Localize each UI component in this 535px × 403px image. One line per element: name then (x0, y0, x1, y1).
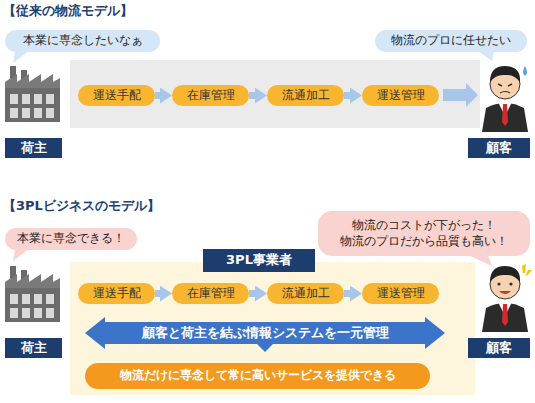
node-text: 荷主 (21, 140, 47, 157)
speech-bubble: 本業に専念したいなぁ (5, 30, 160, 52)
process-pill: 運送手配 (78, 85, 155, 106)
node-text: 荷主 (21, 340, 47, 357)
process-pill: 流通加工 (267, 283, 344, 304)
flow-arrow (249, 92, 257, 99)
speech-bubble: 本業に専念できる！ (5, 228, 137, 250)
speech-bubble: 物流のコストが下がった！ 物流のプロだから品質も高い！ (318, 211, 530, 256)
process-band (70, 60, 480, 128)
customer-icon (482, 264, 532, 332)
bubble-tail (13, 51, 29, 63)
process-pill: 流通加工 (267, 85, 344, 106)
customer-icon (482, 66, 528, 132)
flow-arrow (344, 290, 352, 297)
double-arrow-band: 顧客と荷主を結ぶ情報システムを一元管理 (85, 317, 445, 349)
node-text: 物流だけに専念して常に高いサービスを提供できる (120, 368, 396, 384)
node-text: 運送手配 (93, 88, 141, 104)
flow-arrow (344, 92, 352, 99)
speech-bubble: 物流のプロに任せたい (375, 30, 527, 52)
process-pill: 運送手配 (78, 283, 155, 304)
actor-label: 顧客 (468, 338, 530, 358)
section-title: 【3PLビジネスのモデル】 (3, 197, 160, 215)
node-text: 運送管理 (377, 88, 425, 104)
node-text: 物流のプロに任せたい (391, 33, 511, 49)
arrow-shape (85, 317, 445, 352)
process-pill: 運送管理 (362, 85, 439, 106)
panel-heading: 3PL事業者 (203, 249, 315, 272)
node-text: 顧客 (486, 340, 512, 357)
process-pill: 運送管理 (362, 283, 439, 304)
node-text: 顧客と荷主を結ぶ情報システムを一元管理 (142, 325, 389, 342)
node-text: 物流のコストが下がった！ 物流のプロだから品質も高い！ (318, 218, 530, 249)
node-text: 流通加工 (282, 286, 330, 302)
flow-arrow (155, 290, 162, 297)
node-text: 本業に専念したいなぁ (23, 33, 143, 49)
bubble-tail (13, 249, 29, 261)
benefit-pill: 物流だけに専念して常に高いサービスを提供できる (85, 363, 430, 389)
factory-icon (5, 266, 60, 322)
process-pill: 在庫管理 (172, 283, 249, 304)
node-text: 在庫管理 (187, 88, 235, 104)
flow-arrow (249, 290, 257, 297)
process-pill: 在庫管理 (172, 85, 249, 106)
flow-arrow (155, 92, 162, 99)
node-text: 顧客 (486, 140, 512, 157)
flow-arrow (443, 83, 478, 107)
section-title: 【従来の物流モデル】 (3, 2, 133, 20)
node-text: 運送管理 (377, 286, 425, 302)
node-text: 在庫管理 (187, 286, 235, 302)
node-text: 本業に専念できる！ (17, 231, 125, 247)
node-text: 運送手配 (93, 286, 141, 302)
factory-icon (5, 66, 60, 122)
node-text: 流通加工 (282, 88, 330, 104)
provider-panel: 運送手配 在庫管理 流通加工 運送管理顧客と荷主を結ぶ情報システムを一元管理物流だけに… (70, 262, 475, 395)
bubble-tail (478, 51, 494, 61)
actor-label: 顧客 (468, 138, 530, 158)
actor-label: 荷主 (5, 338, 62, 358)
actor-label: 荷主 (5, 138, 62, 158)
